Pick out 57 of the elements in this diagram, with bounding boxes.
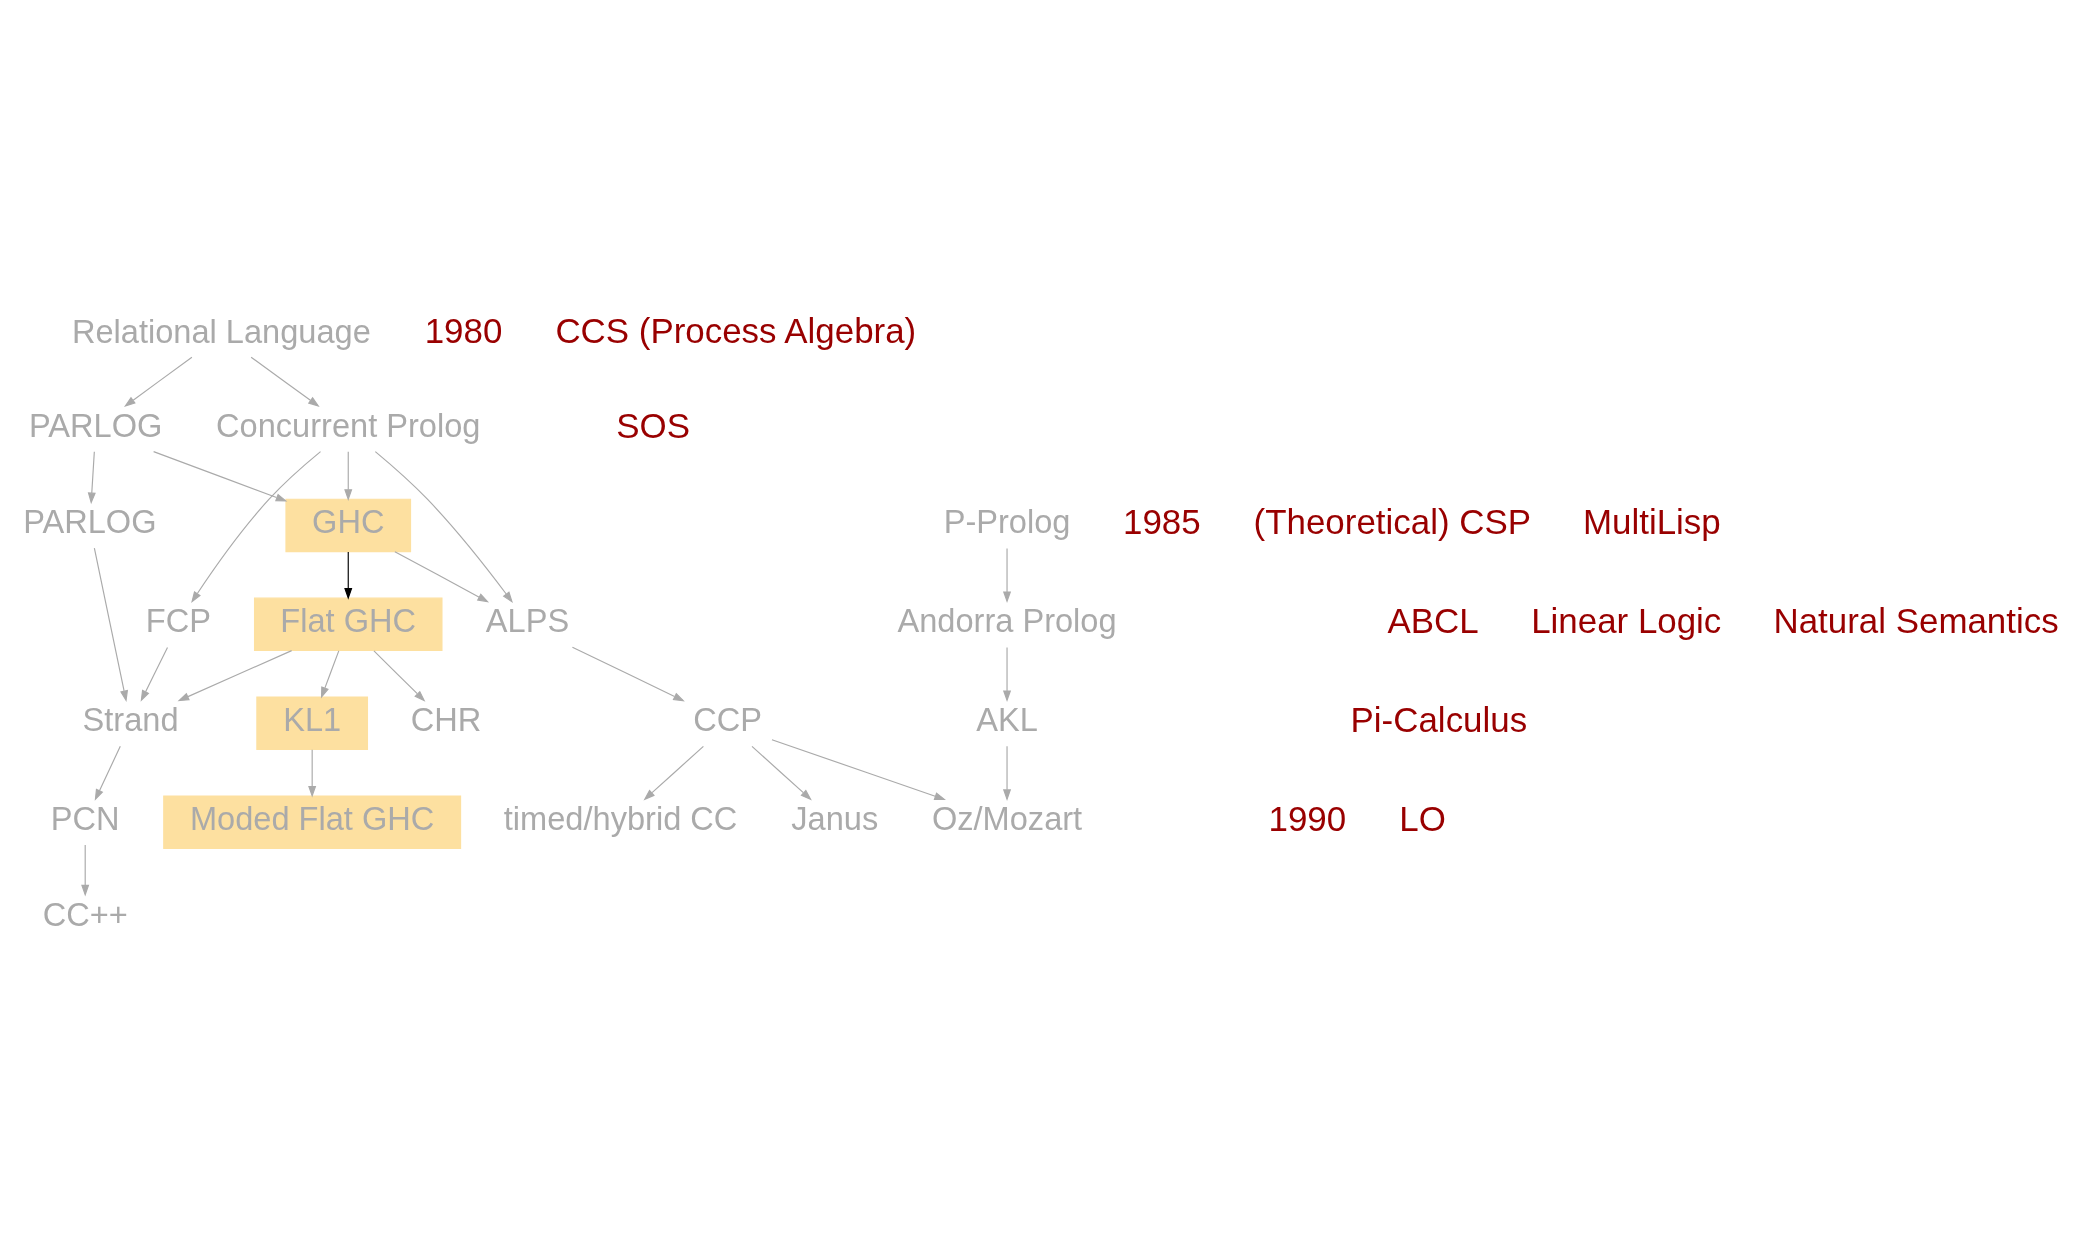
arrow [94,745,121,801]
arrow [320,649,340,699]
arrow [751,745,812,800]
node-text: P-Prolog [943,502,1071,540]
arrow [771,738,946,800]
label: 1980 [424,310,503,350]
arrow [374,450,513,603]
node-text: Andorra Prolog [897,601,1117,639]
node-text: timed/hybrid CC [503,799,738,837]
arrow [81,843,90,896]
node-text: Relational Language [71,312,371,350]
arrow [643,745,704,800]
arrow [87,450,96,504]
label: Pi-Calculus [1350,699,1528,739]
node-box: GHC [285,498,412,552]
label: Natural Semantics [1773,600,2059,640]
arrow [177,649,293,701]
arrow [93,547,129,702]
node-box: Moded Flat GHC [163,794,462,849]
arrow [373,649,426,702]
node-text: Concurrent Prolog [216,406,481,444]
node-text: ALPS [485,601,570,639]
arrow [394,550,490,602]
node-text: CHR [410,700,482,738]
node-text: CC++ [42,895,128,933]
arrow [1002,547,1012,603]
node-text: Oz/Mozart [931,799,1083,837]
label: (Theoretical) CSP [1253,501,1531,541]
label: ABCL [1387,600,1479,640]
arrow [124,356,193,407]
node-text: CCP [693,700,763,738]
label: MultiLisp [1582,501,1721,541]
node-text: FCP [145,601,211,639]
node-text: Strand [82,700,179,738]
node-text: Janus [791,799,879,837]
label: 1985 [1123,501,1201,541]
node-text: AKL [976,700,1038,738]
label: Linear Logic [1531,600,1722,640]
label: SOS [616,405,691,445]
arrow [344,450,353,501]
arrow [571,646,685,701]
arrow [153,450,288,501]
label: 1990 [1268,798,1347,838]
node-text: PARLOG [28,406,163,444]
node-box: KL1 [256,696,369,750]
arrow [1002,646,1012,702]
node-text: PARLOG [23,502,157,540]
arrow [250,356,320,407]
label: CCS (Process Algebra) [555,310,917,350]
node-box: Flat GHC [253,597,443,651]
node-text: PCN [50,799,120,837]
arrow [1002,745,1012,801]
label: LO [1399,798,1446,838]
arrow [308,748,317,798]
arrow [191,450,322,603]
arrow [344,550,353,600]
arrow [140,646,169,702]
